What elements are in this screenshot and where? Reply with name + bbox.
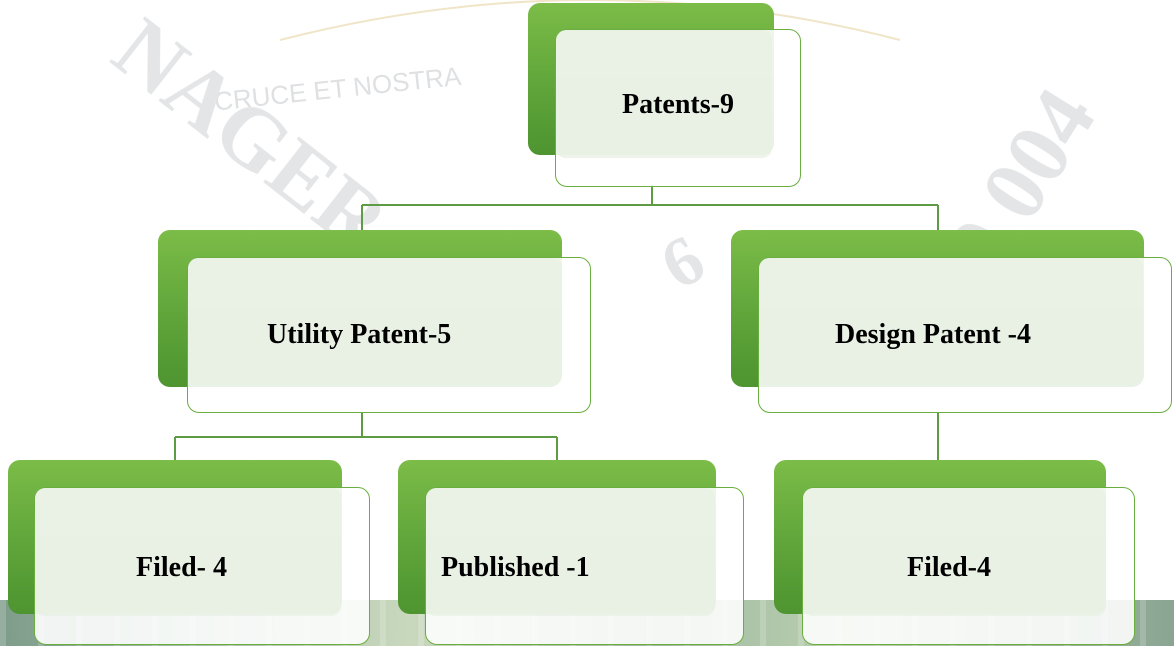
- node-patents-total-label: Patents-9: [622, 89, 734, 120]
- node-design-filed-label: Filed-4: [907, 552, 991, 583]
- node-design-patent-label: Design Patent -4: [835, 319, 1031, 350]
- node-utility-filed-label: Filed- 4: [136, 552, 227, 583]
- node-utility-patent-label: Utility Patent-5: [267, 319, 452, 350]
- node-utility-published-label: Published -1: [441, 552, 590, 583]
